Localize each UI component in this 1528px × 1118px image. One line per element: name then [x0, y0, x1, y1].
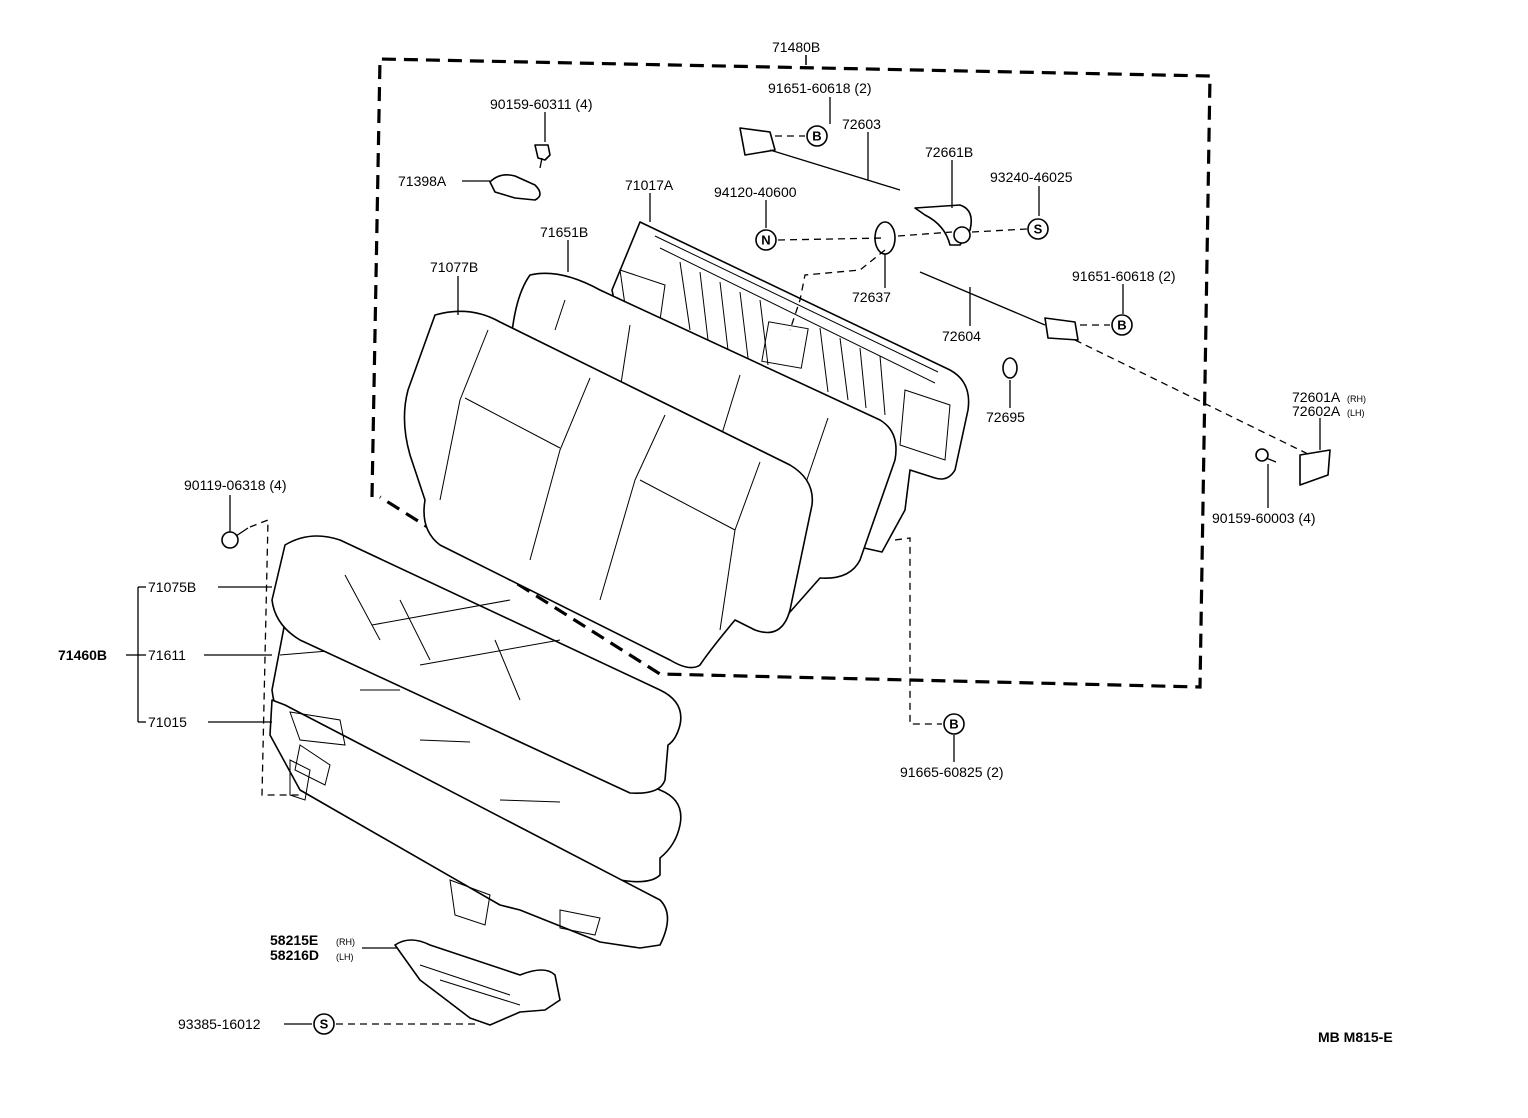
lock-control-cable-72603 [739, 127, 901, 191]
label-58216d-side: (LH) [336, 952, 354, 962]
label-91665: 91665-60825 (2) [900, 764, 1004, 780]
symbol-s-bottom: S [313, 1013, 335, 1035]
lock-handle-72661b [914, 204, 973, 246]
svg-text:N: N [761, 233, 770, 248]
screw-90159-60311 [534, 144, 551, 169]
label-71017a: 71017A [625, 177, 674, 193]
label-72602a-side: (LH) [1347, 408, 1365, 418]
label-72661b: 72661B [925, 144, 973, 160]
cushion-frame-71015 [269, 699, 669, 949]
symbol-n: N [755, 229, 777, 251]
label-72695: 72695 [986, 409, 1025, 425]
label-71015: 71015 [148, 714, 187, 730]
cushion-72695 [1002, 357, 1018, 379]
assembly-frame-71480b [370, 57, 1212, 689]
label-71075b: 71075B [148, 579, 196, 595]
svg-text:B: B [812, 129, 821, 144]
cushion-cover-71075b [271, 535, 682, 795]
symbol-s-top: S [1027, 218, 1049, 240]
bolt-90159-60003 [1255, 448, 1277, 463]
label-94120: 94120-40600 [714, 184, 797, 200]
lock-control-cable-72604 [919, 271, 1079, 341]
label-71651b: 71651B [540, 224, 588, 240]
dashed-connectors [249, 135, 1311, 1025]
lock-base-71398a [489, 174, 541, 201]
label-71398a: 71398A [398, 173, 447, 189]
label-72604: 72604 [942, 328, 981, 344]
label-90119: 90119-06318 (4) [184, 477, 286, 493]
svg-text:B: B [1117, 318, 1126, 333]
part-labels: 71480B 91651-60618 (2) 72603 90159-60311… [58, 39, 1393, 1045]
label-93240: 93240-46025 [990, 169, 1073, 185]
label-90159-60311: 90159-60311 (4) [490, 96, 592, 112]
symbol-b-top: B [806, 125, 828, 147]
seatback-cover-71077b [403, 310, 814, 669]
label-71611: 71611 [148, 647, 186, 663]
svg-text:S: S [320, 1017, 329, 1032]
hinge-cover-58215e [394, 939, 561, 1026]
label-90159-60003: 90159-60003 (4) [1212, 510, 1316, 526]
bolt-90119-06318 [221, 527, 249, 549]
label-91651-mid: 91651-60618 (2) [1072, 268, 1176, 284]
symbol-b-low: B [943, 713, 965, 735]
svg-text:S: S [1034, 222, 1043, 237]
label-58215e: 58215E [270, 932, 318, 948]
striker-72601a [1299, 449, 1331, 486]
diagram-code: MB M815-E [1318, 1029, 1393, 1045]
label-72637: 72637 [852, 289, 891, 305]
label-91651-top: 91651-60618 (2) [768, 80, 872, 96]
label-71480b: 71480B [772, 39, 820, 55]
label-93385: 93385-16012 [178, 1016, 261, 1032]
label-72603: 72603 [842, 116, 881, 132]
label-72601a-side: (RH) [1347, 394, 1366, 404]
label-71077b: 71077B [430, 259, 478, 275]
svg-text:B: B [949, 717, 958, 732]
label-58215e-side: (RH) [336, 937, 355, 947]
symbol-b-mid: B [1111, 314, 1133, 336]
label-58216d: 58216D [270, 947, 319, 963]
label-72602a: 72602A [1292, 403, 1341, 419]
label-72601a: 72601A [1292, 389, 1341, 405]
label-71460b: 71460B [58, 647, 107, 663]
leader-lines [126, 55, 1321, 1025]
